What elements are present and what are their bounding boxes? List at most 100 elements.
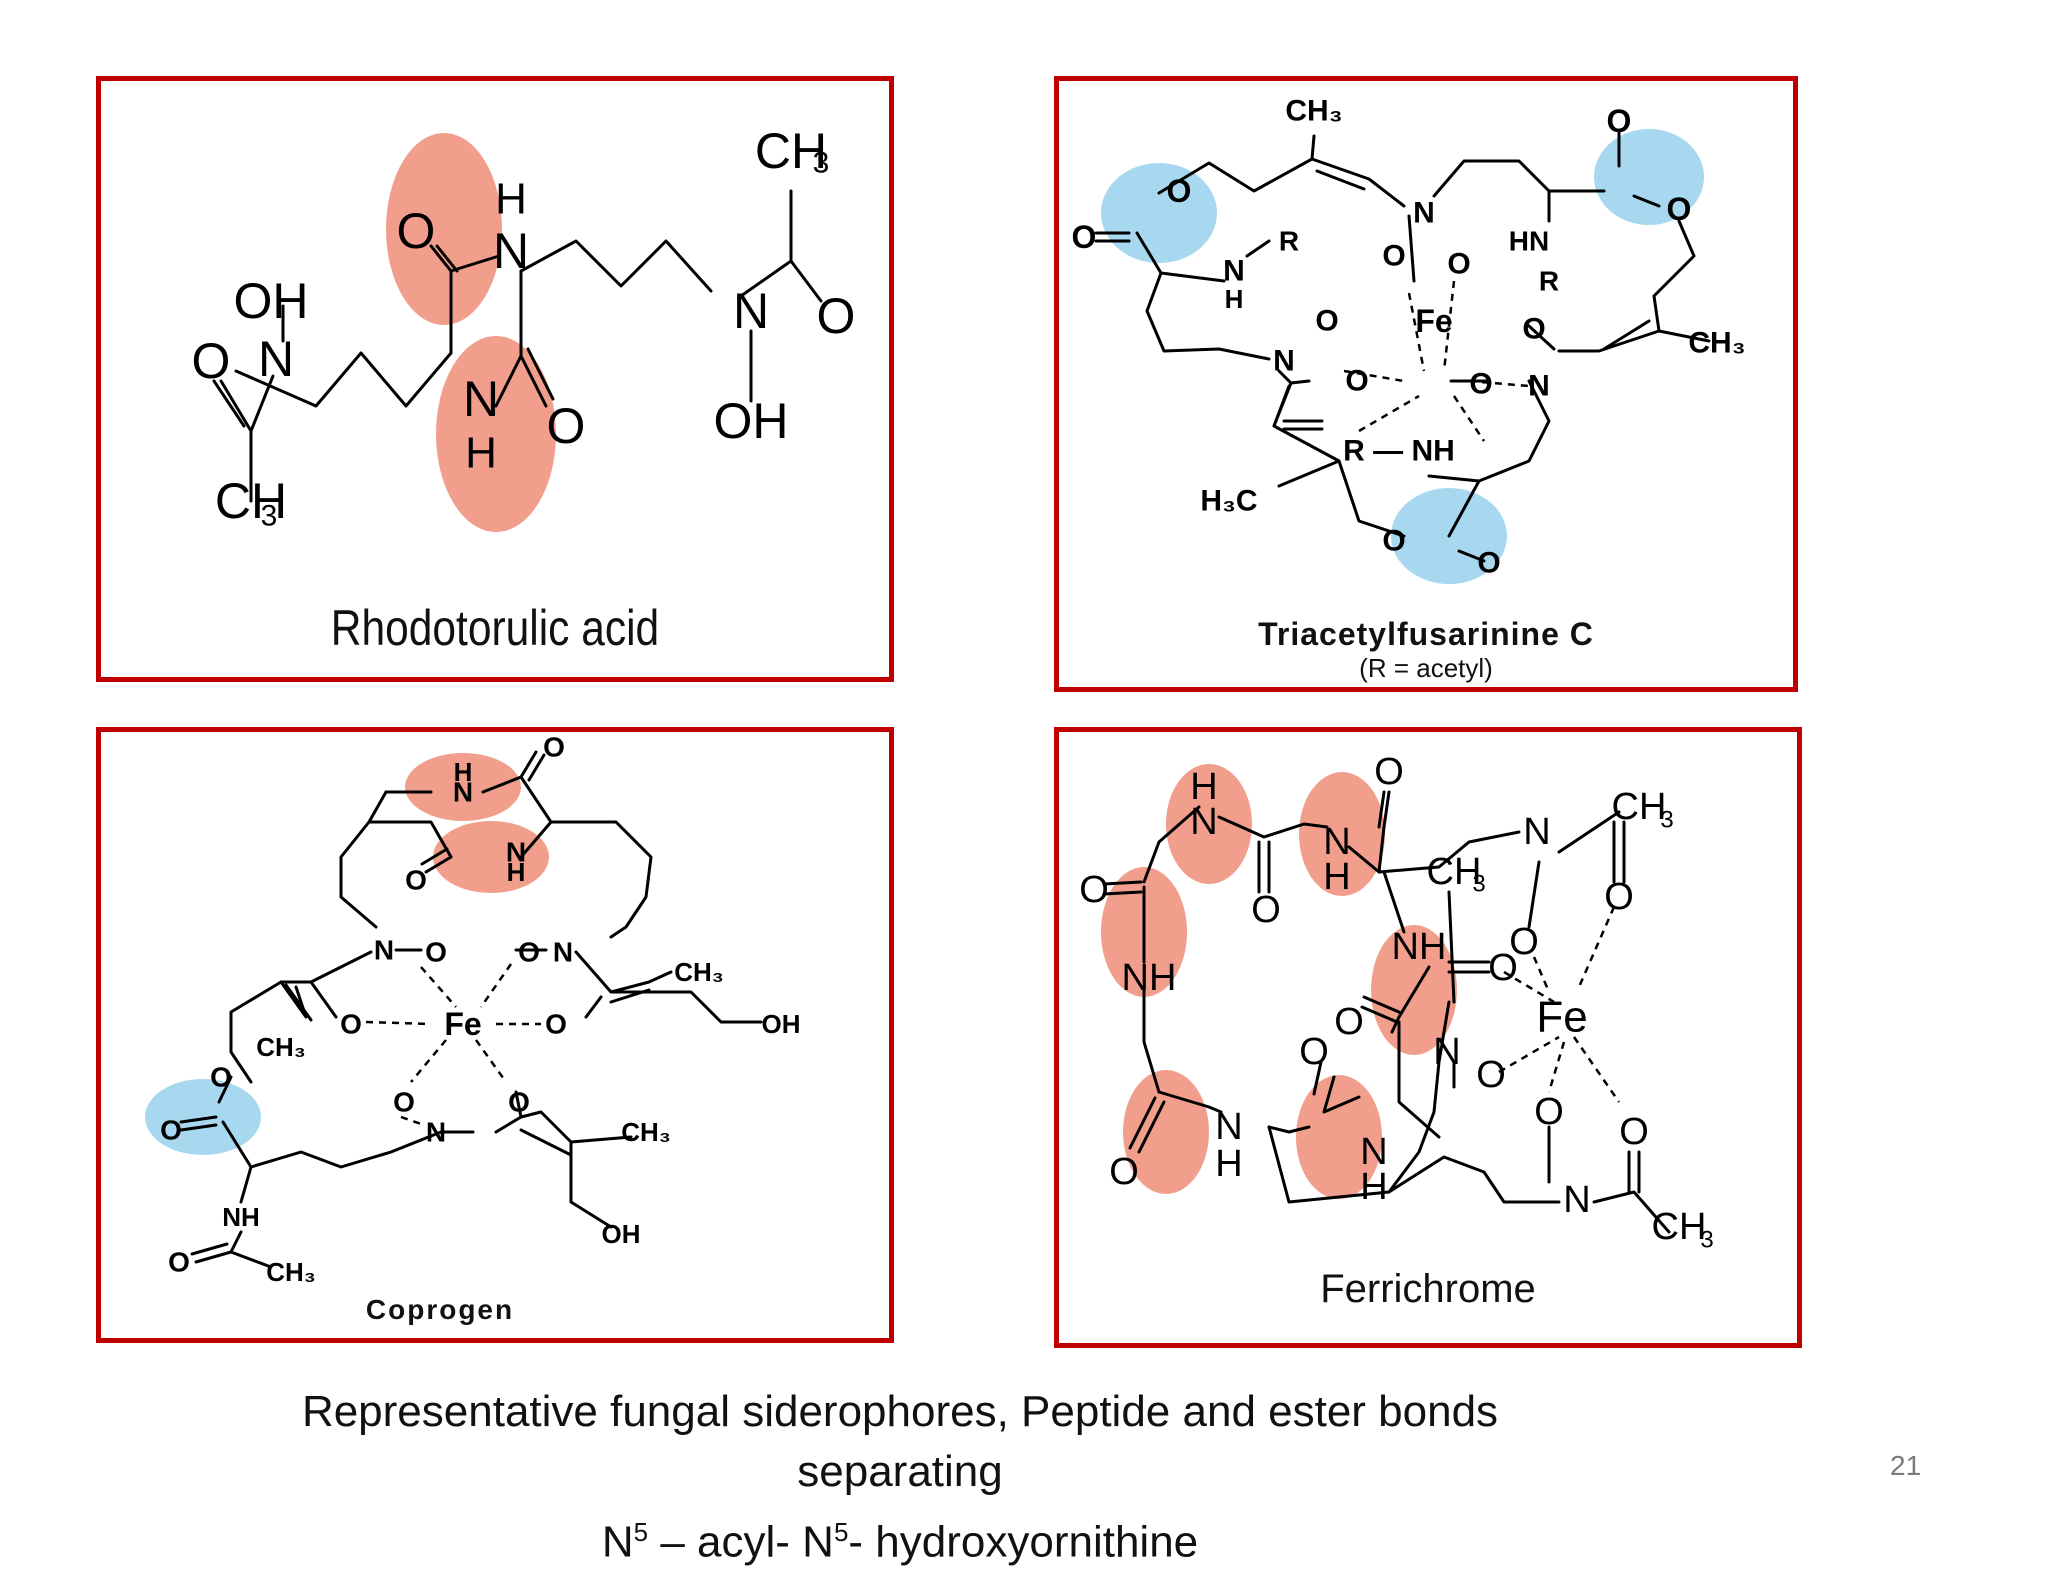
- atom-o: O: [160, 1115, 182, 1146]
- atom-ch3: CH: [1612, 786, 1667, 828]
- compound-name: Ferrichrome: [1320, 1267, 1536, 1311]
- atom-o: O: [1667, 191, 1692, 227]
- peptide-bond-highlight: [1299, 772, 1385, 896]
- atom-o: O: [1469, 368, 1492, 401]
- atom-o: O: [1488, 947, 1518, 989]
- atom-o: O: [340, 1009, 362, 1040]
- atom-n: N: [258, 331, 294, 387]
- atom-h: H: [495, 175, 527, 224]
- peptide-bond-highlight: [386, 133, 502, 325]
- atom-o: O: [1079, 869, 1109, 911]
- atom-o: O: [545, 1009, 567, 1040]
- caption-superscript: 5: [833, 1517, 849, 1547]
- atom-o: O: [1607, 103, 1632, 139]
- atom-o: O: [1334, 1001, 1364, 1043]
- rhodotorulic-acid-structure: OH N O CH 3 O N H N H O N O OH CH 3: [192, 123, 856, 533]
- atom-ch3: CH: [215, 473, 287, 529]
- ester-bond-highlight: [1594, 129, 1704, 225]
- atom-o: O: [547, 398, 586, 454]
- compound-name: Triacetylfusarinine C: [1258, 616, 1594, 652]
- atom-o: O: [192, 333, 231, 389]
- atom-o: O: [1447, 248, 1470, 281]
- atom-n: N: [1433, 1031, 1460, 1073]
- panel-coprogen: H N O N H O N O O N O Fe O CH₃ OH CH₃ O …: [96, 727, 894, 1343]
- figure-caption: Representative fungal siderophores, Pept…: [200, 1382, 1600, 1573]
- atom-o: O: [1374, 751, 1404, 793]
- atom-o: O: [210, 1062, 232, 1093]
- atom-o: O: [817, 288, 856, 344]
- atom-h: H: [1323, 856, 1350, 898]
- atom-fe: Fe: [444, 1006, 481, 1042]
- atom-h: H: [507, 857, 526, 887]
- atom-o: O: [425, 937, 447, 968]
- peptide-bond-highlight: [436, 336, 556, 532]
- atom-o: O: [1509, 921, 1539, 963]
- atom-n: N: [733, 283, 769, 339]
- atom-ch3: CH₃: [1688, 327, 1745, 360]
- atom-o: O: [397, 203, 436, 259]
- atom-n: N: [1523, 811, 1550, 853]
- atom-ch3: CH₃: [256, 1032, 306, 1062]
- atom-o: O: [168, 1247, 190, 1278]
- atom-h: H: [1225, 284, 1244, 314]
- atom-nh: NH: [1392, 926, 1447, 968]
- atom-r-nh: R — NH: [1343, 435, 1455, 468]
- atom-oh: OH: [234, 273, 309, 329]
- atom-o: O: [1534, 1091, 1564, 1133]
- atom-n: N: [463, 371, 499, 427]
- atom-ch3: CH: [1427, 851, 1482, 893]
- peptide-bond-highlight: [433, 821, 549, 893]
- atom-o: O: [1477, 547, 1500, 580]
- atom-subscript: 3: [1700, 1227, 1713, 1254]
- atom-o: O: [1476, 1054, 1506, 1096]
- atom-subscript: 3: [1660, 807, 1673, 834]
- atom-ch3: CH₃: [1285, 95, 1342, 128]
- atom-n: N: [1190, 801, 1217, 843]
- atom-oh: OH: [602, 1219, 641, 1249]
- caption-superscript: 5: [633, 1517, 649, 1547]
- atom-o: O: [1109, 1151, 1139, 1193]
- page-number: 21: [1890, 1450, 1922, 1481]
- atom-o: O: [1251, 889, 1281, 931]
- atom-n: N: [506, 837, 526, 868]
- atom-ch3: CH: [755, 123, 827, 179]
- atom-o: O: [1167, 173, 1192, 209]
- atom-hn: HN: [1509, 226, 1549, 257]
- atom-o: O: [1072, 219, 1097, 255]
- peptide-bond-highlight: [1296, 1075, 1382, 1199]
- atom-ch3: CH: [1652, 1206, 1707, 1248]
- atom-n: N: [553, 937, 573, 968]
- panel-triacetylfusarinine-c: CH₃ O O N H R N O O HN R O O Fe O O N O …: [1054, 76, 1798, 692]
- caption-line-2: N5 – acyl- N5- hydroxyornithine: [601, 1517, 1199, 1567]
- atom-o: O: [1382, 240, 1405, 273]
- atom-h: H: [465, 429, 497, 478]
- atom-subscript: 3: [813, 147, 830, 180]
- atom-o: O: [1382, 525, 1405, 558]
- atom-nh: NH: [1122, 957, 1177, 999]
- compound-name: Coprogen: [365, 1294, 515, 1325]
- atom-h3c: H₃C: [1200, 485, 1257, 518]
- compound-note: (R = acetyl): [1359, 653, 1493, 683]
- atom-n: N: [1528, 370, 1550, 403]
- atom-n: N: [1563, 1179, 1590, 1221]
- atom-ch3: CH₃: [266, 1257, 316, 1287]
- atom-nh: NH: [222, 1202, 260, 1232]
- atom-n: N: [1273, 345, 1295, 378]
- triacetylfusarinine-structure: CH₃ O O N H R N O O HN R O O Fe O O N O …: [1072, 95, 1746, 584]
- atom-h: H: [1215, 1143, 1242, 1185]
- atom-o: O: [1619, 1111, 1649, 1153]
- panel-ferrichrome: H N O N H O O NH NH CH 3 O O O N O N CH …: [1054, 727, 1802, 1348]
- peptide-bond-highlight: [405, 753, 521, 821]
- atom-n: N: [1323, 821, 1350, 863]
- atom-oh: OH: [714, 393, 789, 449]
- atom-oh: OH: [762, 1009, 801, 1039]
- atom-n: N: [426, 1117, 446, 1148]
- atom-o: O: [1299, 1031, 1329, 1073]
- atom-ch3: CH₃: [674, 957, 724, 987]
- atom-o: O: [1604, 876, 1634, 918]
- atom-h: H: [1360, 1166, 1387, 1208]
- atom-h: H: [1190, 766, 1217, 808]
- atom-ch3: CH₃: [621, 1117, 671, 1147]
- panel-rhodotorulic-acid: OH N O CH 3 O N H N H O N O OH CH 3 Rhod…: [96, 76, 894, 682]
- atom-o: O: [393, 1087, 415, 1118]
